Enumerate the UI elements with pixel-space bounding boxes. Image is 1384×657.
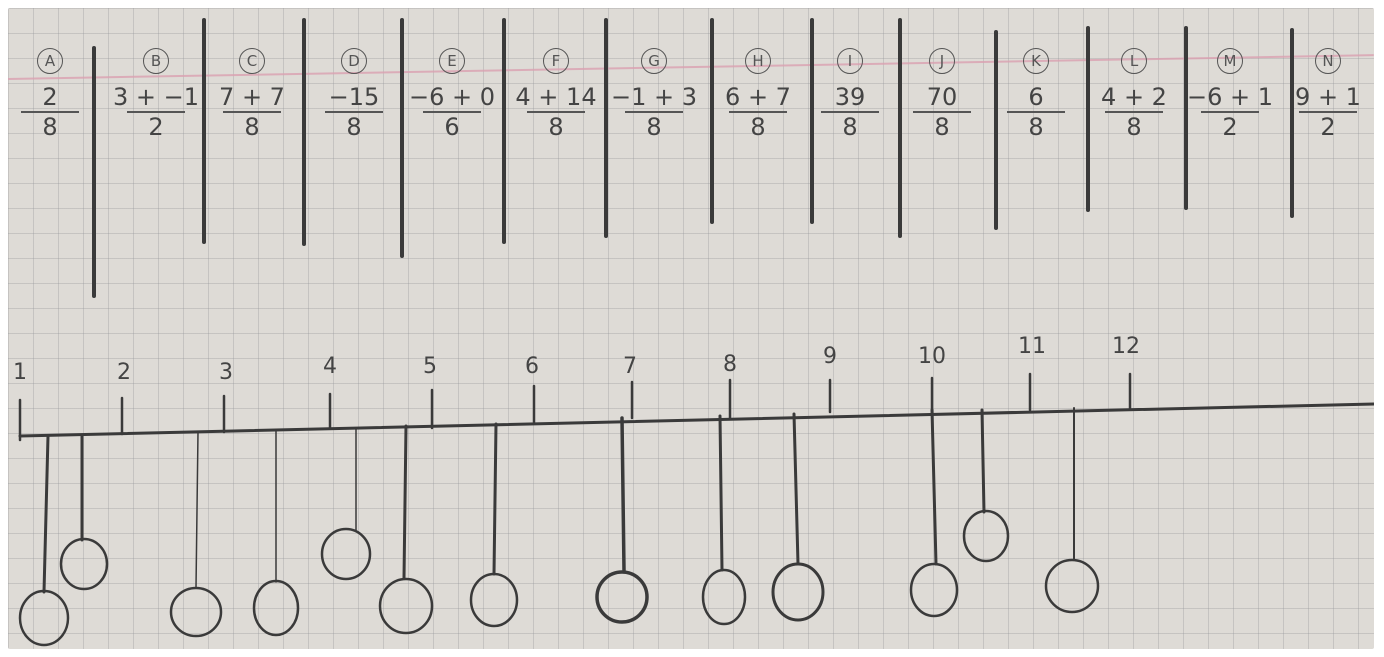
answer-circle xyxy=(254,581,298,635)
stem xyxy=(494,424,496,574)
stem xyxy=(794,414,798,564)
answer-circle xyxy=(322,529,370,579)
answer-circle xyxy=(61,539,107,589)
stem xyxy=(404,426,406,578)
stem xyxy=(932,410,936,564)
answer-circle xyxy=(1046,560,1098,612)
answer-circle xyxy=(171,588,221,636)
answer-circle xyxy=(911,564,957,616)
answer-circle xyxy=(380,579,432,633)
answer-circle xyxy=(20,591,68,645)
stem xyxy=(622,418,624,570)
answer-circle xyxy=(773,564,823,620)
stem xyxy=(982,410,984,512)
answer-circle xyxy=(597,572,647,622)
stem xyxy=(196,432,198,588)
answer-circle xyxy=(964,511,1008,561)
number-line-drawing xyxy=(8,8,1374,649)
stem xyxy=(44,436,48,592)
stem xyxy=(720,416,722,570)
answer-circle xyxy=(471,574,517,626)
graph-paper: A 2 8 B 3 + −1 2 C 7 + 7 8 D −15 8 E −6 … xyxy=(8,8,1374,649)
answer-circle xyxy=(703,570,745,624)
